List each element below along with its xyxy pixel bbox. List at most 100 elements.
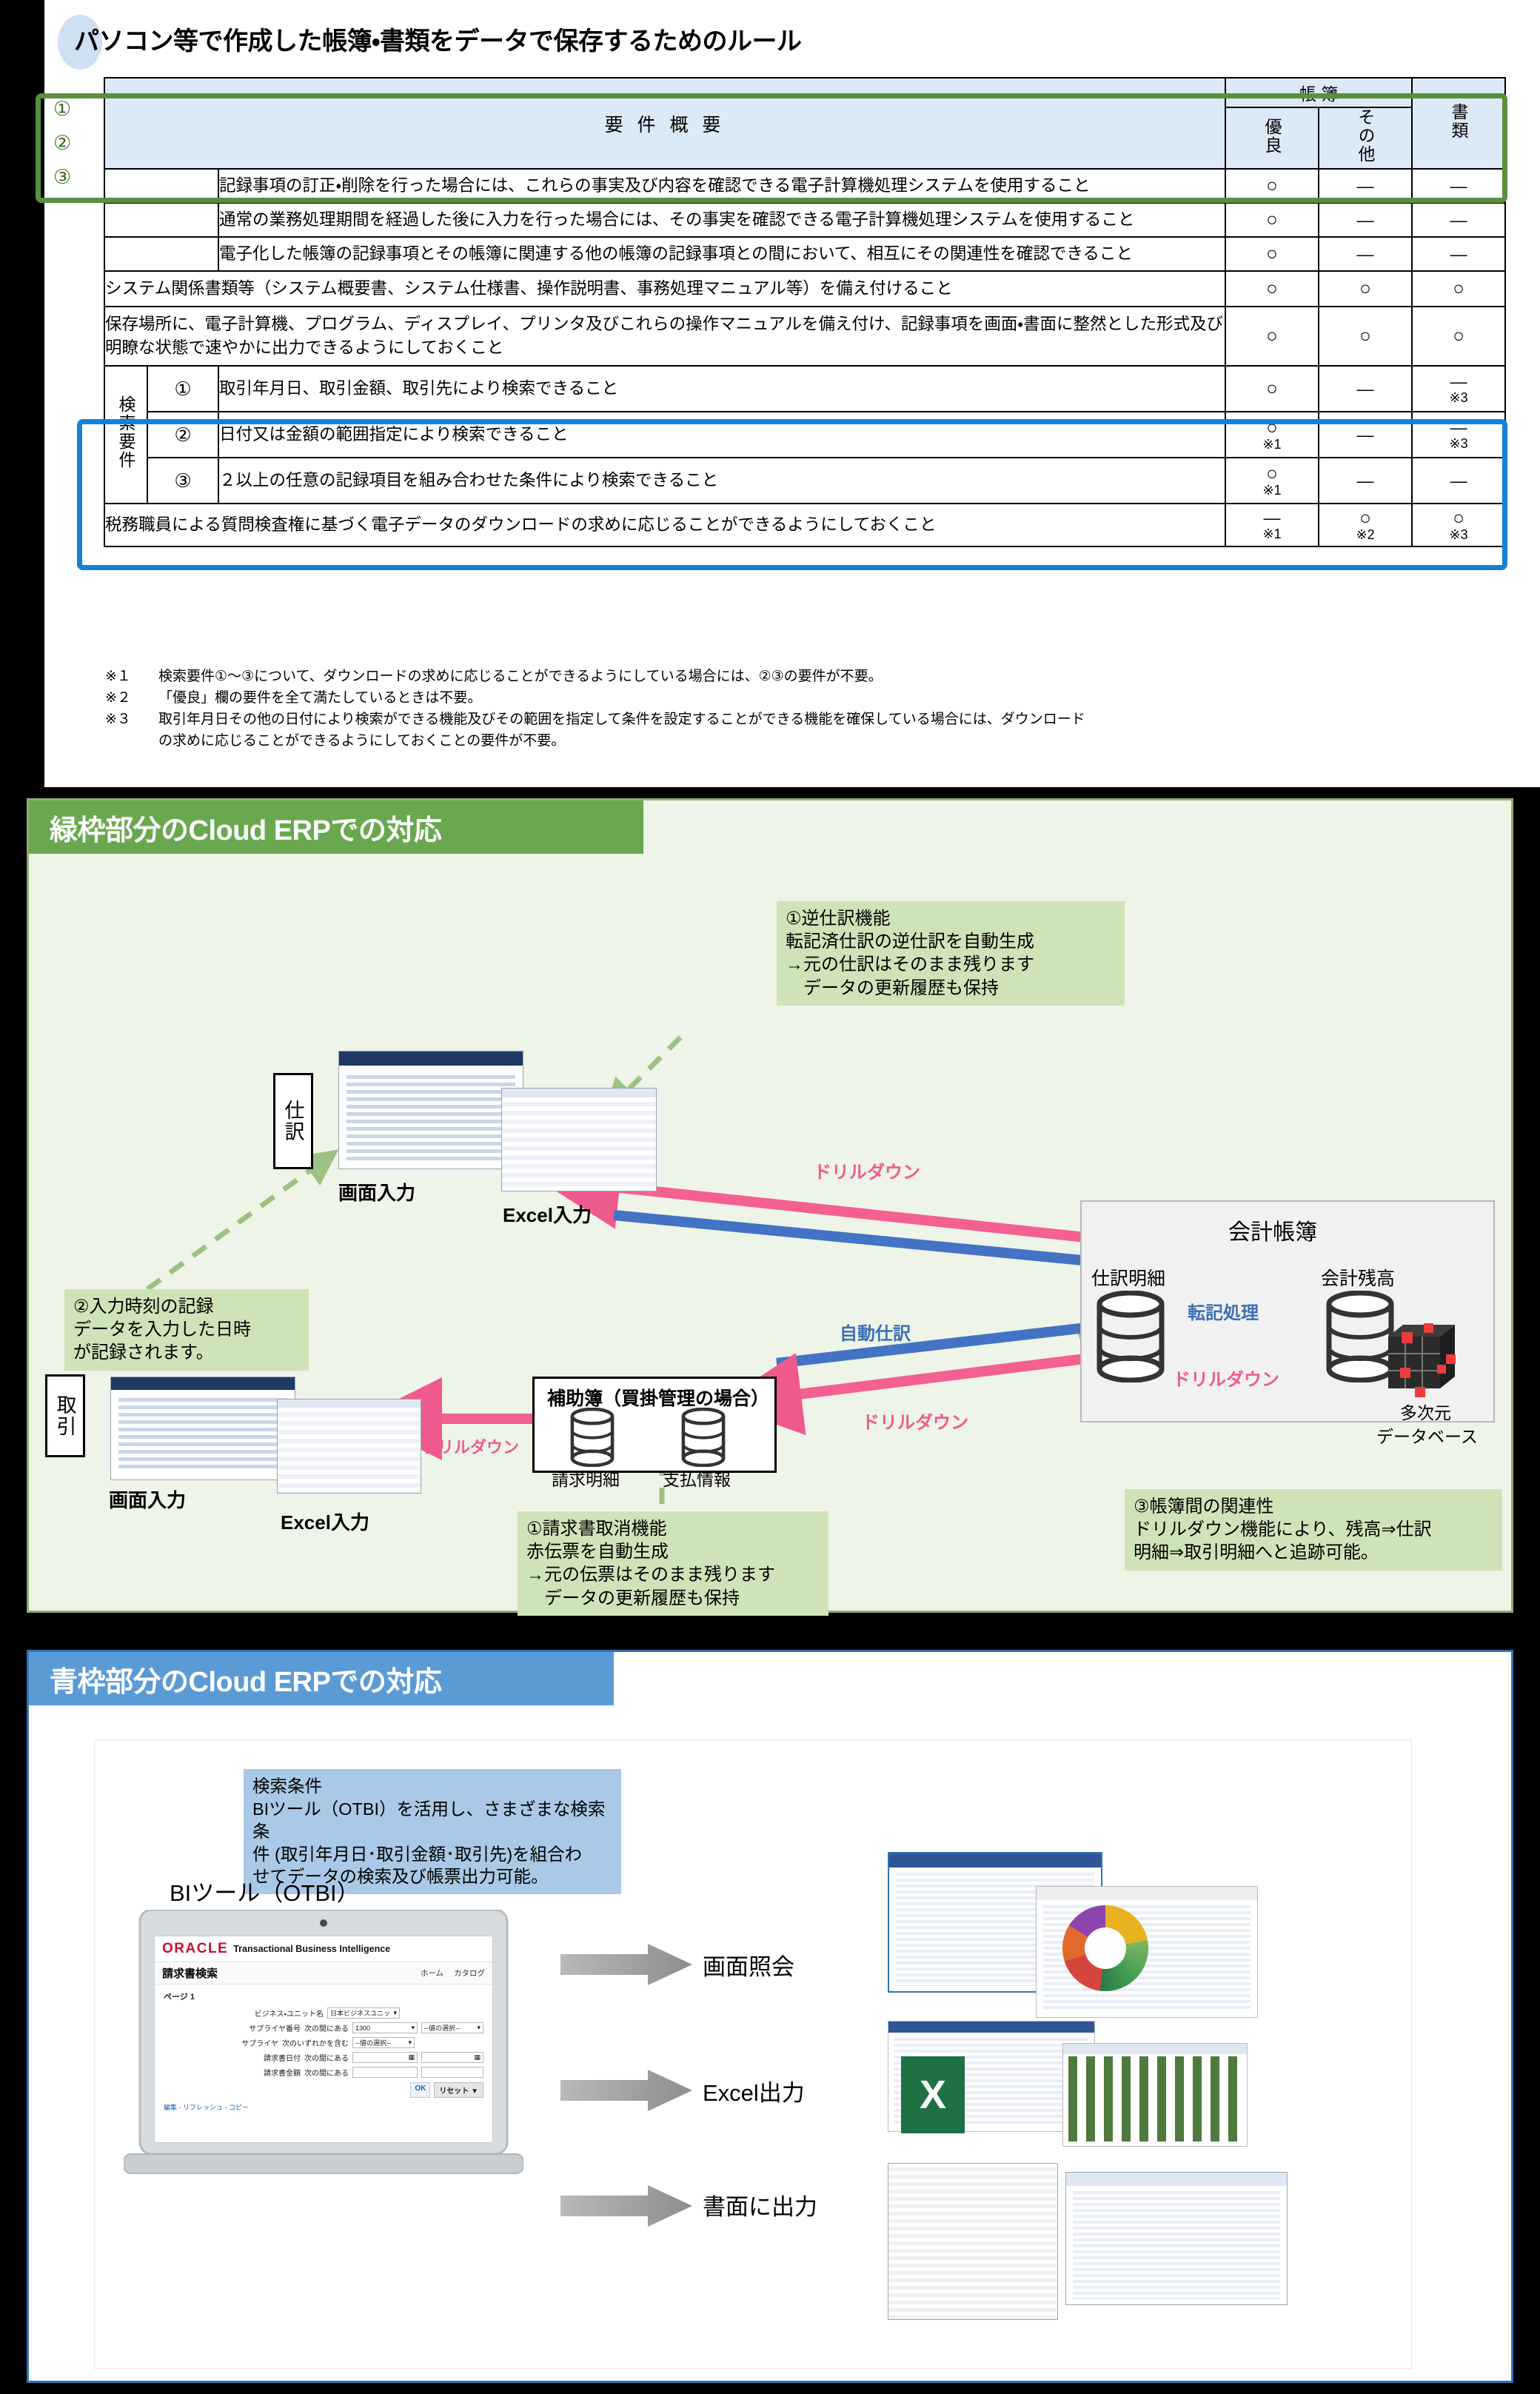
form-buttons: OK リセット ▼	[164, 2082, 483, 2098]
excel-header-row	[278, 1400, 421, 1408]
blue-erp-section: 青枠部分のCloud ERPでの対応 検索条件 BIツール（OTBI）を活用し、…	[27, 1650, 1513, 2383]
screen-input-screenshot-1	[338, 1051, 523, 1169]
nav-catalog[interactable]: カタログ	[454, 1969, 485, 1978]
app-titlebar	[1037, 1887, 1257, 1900]
field-label: ビジネス・ユニット名	[254, 2010, 324, 2019]
multidimensional-cube-icon	[1375, 1319, 1456, 1400]
cell-book-excellent: ○	[1225, 168, 1320, 204]
field-label: サプライヤ番号	[249, 2025, 301, 2033]
title-ellipse-decoration	[58, 15, 102, 70]
field-label: サプライヤ	[241, 2040, 278, 2048]
business-unit-select[interactable]: 日本ビジネスユニッ▾	[327, 2007, 400, 2019]
row-number	[104, 202, 219, 238]
calendar-icon[interactable]: ▦	[408, 2053, 415, 2061]
app-titlebar	[888, 2022, 1094, 2033]
excel-grid	[502, 1097, 656, 1191]
table-row: 記録事項の訂正・削除を行った場合には、これらの事実及び内容を確認できる電子計算機…	[104, 168, 1507, 204]
otbi-page-title: 請求書検索	[162, 1967, 218, 1980]
field-label: 請求書金額	[264, 2070, 301, 2078]
excel-input-label-2: Excel入力	[281, 1511, 369, 1534]
supplier-select[interactable]: --値の選択--▾	[352, 2037, 415, 2048]
form-row: ビジネス・ユニット名 日本ビジネスユニッ▾	[164, 2007, 483, 2019]
app-content-rows	[346, 1074, 516, 1162]
footnote-ref: ※3	[1449, 527, 1468, 543]
app-content-rows	[1072, 2188, 1281, 2299]
otbi-footer-links[interactable]: 編集 - リフレッシュ - コピー	[164, 2104, 249, 2111]
posting-process-label: 転記処理	[1188, 1303, 1259, 1323]
journal-detail-db-icon	[1095, 1291, 1166, 1382]
col-header-book: 帳 簿	[1225, 77, 1413, 108]
excel-input-screenshot-2	[277, 1399, 421, 1494]
cell-document: —	[1411, 168, 1507, 204]
invoice-date-from[interactable]: ▦	[352, 2052, 418, 2063]
drilldown-label-ledger: ドリルダウン	[1173, 1370, 1279, 1390]
drilldown-label-mid: ドリルダウン	[862, 1413, 968, 1433]
supplier-number-from[interactable]: 1300▾	[352, 2022, 418, 2033]
output-label-screen-inquiry: 画面照会	[703, 1954, 794, 1980]
cell-book-excellent: ○	[1225, 202, 1320, 238]
search-row-number: ②	[147, 411, 219, 458]
footnote-ref: ※2	[1356, 527, 1375, 543]
callout-invoice-cancel: ①請求書取消機能 赤伝票を自動生成 →元の伝票はそのまま残ります データの更新履…	[518, 1511, 828, 1616]
output-arrow-2	[560, 2070, 692, 2111]
cell-book-excellent: ○	[1225, 365, 1320, 412]
requirement-text: 日付又は金額の範囲指定により検索できること	[217, 411, 1227, 458]
payment-info-label: 支払情報	[663, 1470, 731, 1489]
footnote-ref: ※3	[1449, 389, 1468, 405]
supplier-number-to[interactable]: --値の選択--▾	[421, 2022, 483, 2033]
field-label: 請求書日付	[264, 2055, 301, 2063]
form-row: 請求書金額 次の間にある	[164, 2067, 483, 2078]
search-conditions-callout: 検索条件 BIツール（OTBI）を活用し、さまざまな検索条 件 (取引年月日･取…	[244, 1769, 621, 1894]
drilldown-label-top: ドリルダウン	[814, 1163, 920, 1183]
invoice-amount-from[interactable]	[352, 2067, 418, 2078]
footnote-ref: ※1	[1262, 483, 1282, 498]
table-row: 通常の業務処理期間を経過した後に入力を行った場合には、その事実を確認できる電子計…	[104, 202, 1507, 238]
col-header-document: 書類	[1411, 77, 1507, 170]
section3-header: 青枠部分のCloud ERPでの対応	[29, 1652, 614, 1705]
output-thumb-document-2	[1065, 2172, 1288, 2305]
output-label-print-output: 書面に出力	[703, 2194, 817, 2220]
table-header-row-1: 要 件 概 要 帳 簿 書類	[103, 77, 1507, 170]
table-row: 検索要件 ① 取引年月日、取引金額、取引先により検索できること ○ — — ※3	[104, 365, 1507, 504]
green-erp-section: 緑枠部分のCloud ERPでの対応	[27, 798, 1513, 1616]
calendar-icon[interactable]: ▦	[474, 2053, 481, 2061]
cell-book-other: ○	[1318, 306, 1413, 367]
search-group-label: 検索要件	[104, 365, 148, 504]
payment-info-db-icon	[680, 1408, 726, 1467]
app-titlebar	[1066, 2173, 1287, 2186]
cell-book-other: —	[1318, 168, 1413, 204]
output-arrow-1	[560, 1944, 692, 1985]
col-header-requirement: 要 件 概 要	[103, 77, 1227, 170]
cell-document: —	[1411, 202, 1507, 238]
table-row: システム関係書類等（システム概要書、システム仕様書、操作説明書、事務処理マニュア…	[103, 270, 1507, 307]
green-row-number-3: ③	[53, 166, 72, 188]
bi-tool-label: BIツール（OTBI）	[170, 1880, 360, 1906]
invoice-amount-to[interactable]	[421, 2067, 483, 2078]
chevron-down-icon: ▾	[408, 2039, 412, 2046]
cell-book-other: —	[1318, 365, 1413, 412]
otbi-page-label: ページ 1	[164, 1993, 195, 2002]
requirement-text: 電子化した帳簿の記録事項とその帳簿に関連する他の帳簿の記録事項との間において、相…	[217, 236, 1227, 272]
cell-book-excellent: ○	[1225, 306, 1320, 367]
output-label-excel-output: Excel出力	[703, 2080, 805, 2106]
cell-book-other: —	[1318, 411, 1413, 458]
oracle-logo: ORACLE	[162, 1941, 229, 1956]
donut-chart-icon	[1062, 1905, 1148, 1991]
cell-book-other: ○ ※2	[1318, 503, 1413, 547]
cell-document: ○	[1411, 306, 1507, 367]
journal-box: 仕訳	[273, 1073, 313, 1169]
invoice-date-to[interactable]: ▦	[421, 2052, 483, 2063]
row-number	[104, 236, 219, 272]
footnote-item: ※２ 「優良」欄の要件を全て満たしているときは不要。	[105, 689, 482, 706]
cell-document: —	[1411, 236, 1507, 272]
nav-home[interactable]: ホーム	[420, 1969, 443, 1978]
excel-logo-icon: X	[901, 2056, 965, 2133]
rules-section: パソコン等で作成した帳簿・書類をデータで保存するためのルール 要 件 概 要 帳…	[36, 0, 1540, 787]
requirement-text: 保存場所に、電子計算機、プログラム、ディスプレイ、プリンタ及びこれらの操作マニュ…	[103, 306, 1227, 367]
form-row: サプライヤ番号 次の間にある 1300▾ --値の選択--▾	[164, 2022, 483, 2033]
ok-button[interactable]: OK	[410, 2082, 431, 2098]
app-content-rows	[1068, 2056, 1242, 2142]
reset-button[interactable]: リセット ▼	[434, 2082, 483, 2098]
cell-book-other: —	[1318, 236, 1413, 272]
